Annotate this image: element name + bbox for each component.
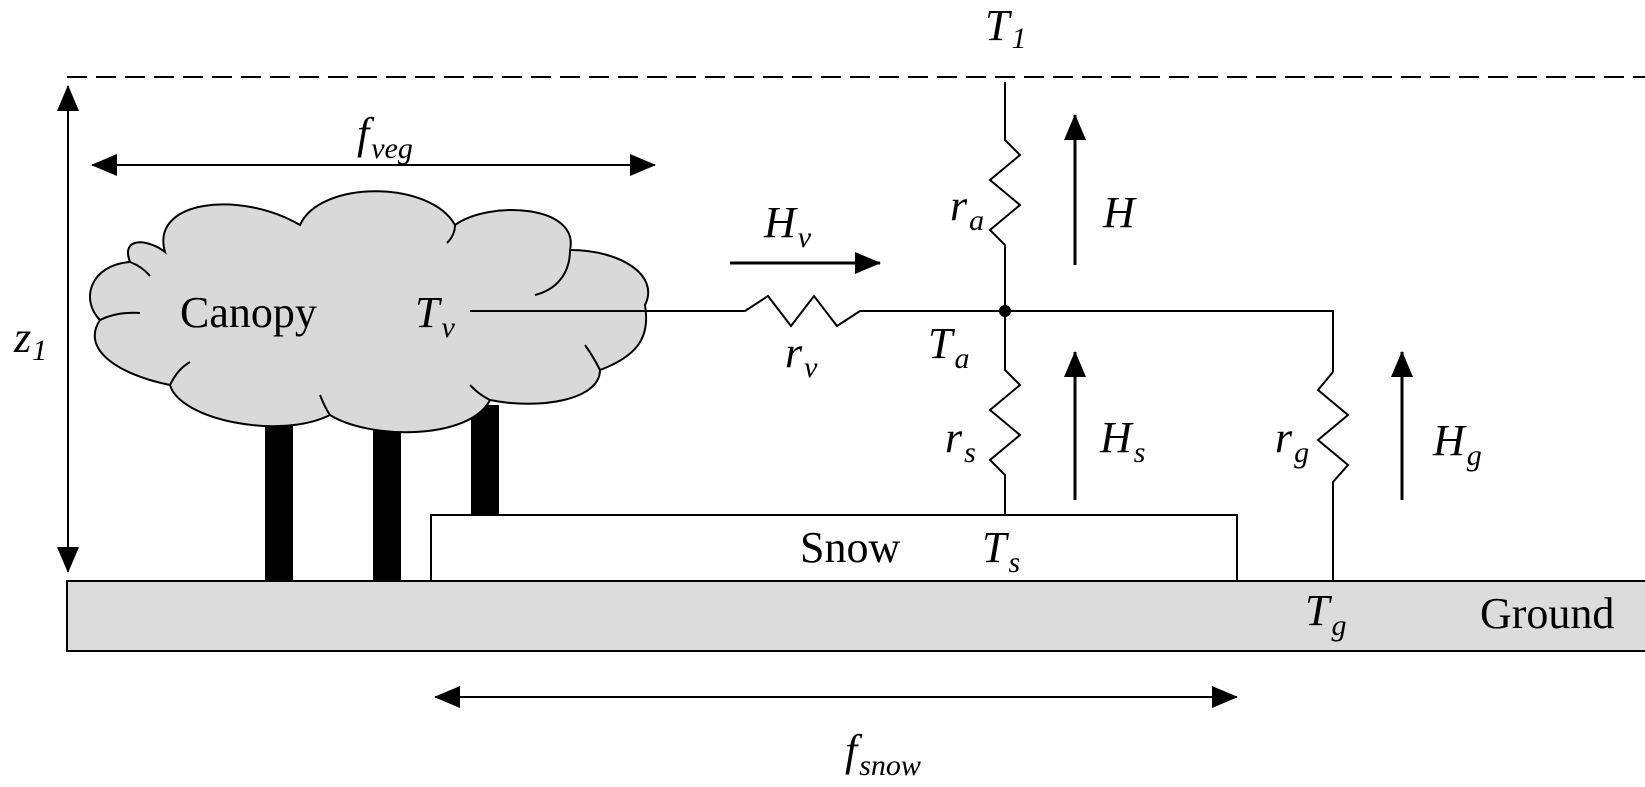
fsnow-label: fsnow [845, 726, 921, 782]
z1-label: z1 [13, 313, 47, 367]
snow-label: Snow [800, 523, 900, 572]
rs-label: rs [945, 413, 976, 469]
tg-label: Tg [1305, 586, 1346, 642]
tree-trunk [471, 405, 499, 515]
rg-label: rg [1275, 413, 1309, 469]
ta-to-tg-wire [1005, 310, 1334, 372]
t1-label: T1 [985, 1, 1026, 55]
canopy-lobe-line [446, 224, 456, 244]
rs-resistor [988, 311, 1022, 515]
tv-label: Tv [415, 288, 455, 344]
hs-label: Hs [1099, 413, 1145, 469]
canopy-lobe-line [99, 311, 141, 321]
canopy-lobe-line [169, 361, 191, 386]
rv-resistor-wire [470, 294, 1005, 328]
rv-label: rv [785, 328, 818, 384]
tree-trunk [373, 405, 401, 581]
canopy-lobe-line [469, 384, 491, 401]
hv-label: Hv [763, 198, 812, 254]
snow-layer [430, 514, 1238, 582]
ground-label: Ground [1480, 589, 1614, 638]
ta-label: Ta [928, 319, 969, 375]
canopy-label: Canopy [180, 288, 317, 337]
canopy-lobe-line [319, 394, 331, 416]
hg-label: Hg [1432, 416, 1482, 472]
ts-label: Ts [982, 523, 1020, 579]
rg-resistor [1316, 371, 1350, 581]
ta-node [999, 305, 1011, 317]
h-label: H [1102, 188, 1137, 237]
canopy-cloud [89, 190, 650, 434]
ra-label: ra [950, 181, 984, 237]
canopy-lobe-line [584, 344, 601, 371]
fveg-label: fveg [357, 109, 413, 165]
tree-trunk [265, 405, 293, 581]
canopy-lobe-line [534, 249, 571, 296]
canopy-lobe-line [129, 261, 151, 277]
ra-resistor [988, 82, 1022, 311]
ground-layer [66, 580, 1645, 652]
